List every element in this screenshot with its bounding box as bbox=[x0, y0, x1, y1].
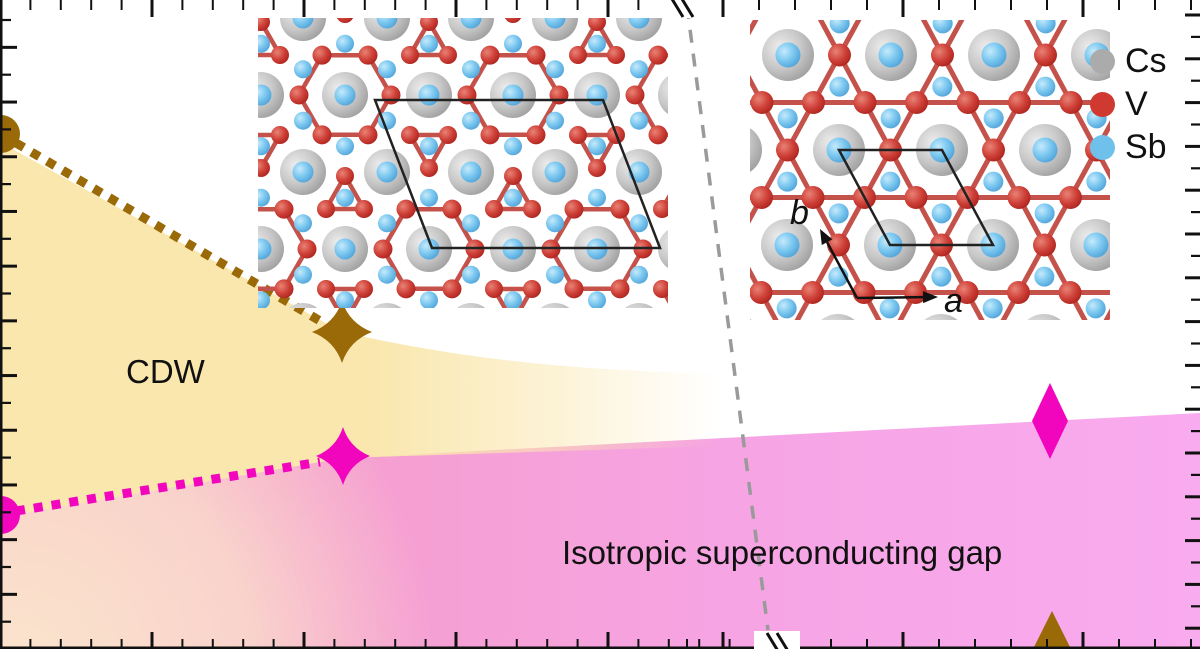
bottom-axis-break bbox=[765, 632, 779, 649]
cdw-diamond-marker bbox=[1033, 611, 1071, 649]
sc-dotted-boundary bbox=[15, 457, 321, 516]
top-axis-break bbox=[670, 0, 685, 18]
left-axis bbox=[0, 0, 3, 649]
sb-atom-icon bbox=[1090, 134, 1115, 160]
sc-gap-region-label: Isotropic superconducting gap bbox=[562, 534, 1003, 571]
legend-label-v: V bbox=[1125, 85, 1148, 123]
legend-label-cs: Cs bbox=[1125, 42, 1167, 80]
cdw-region bbox=[0, 142, 718, 517]
cdw-unit-cell-outline bbox=[373, 98, 662, 250]
break-guide-line bbox=[685, 5, 770, 631]
cdw-dotted-boundary bbox=[13, 139, 325, 326]
legend-item-cs: Cs bbox=[1090, 44, 1167, 78]
cs-atom-icon bbox=[1090, 48, 1115, 74]
cdw-structure-inset bbox=[258, 18, 668, 308]
a-axis-arrow bbox=[856, 295, 924, 300]
cdw-star-marker bbox=[312, 301, 372, 363]
axis-b-label: b bbox=[790, 194, 809, 232]
axis-a-label: a bbox=[944, 282, 963, 320]
atom-legend: Cs V Sb bbox=[1090, 44, 1167, 164]
v-atom-icon bbox=[1090, 91, 1115, 117]
pristine-unit-cell-outline bbox=[836, 148, 996, 247]
legend-label-sb: Sb bbox=[1125, 128, 1167, 166]
legend-item-sb: Sb bbox=[1090, 130, 1167, 164]
sc-star-marker bbox=[316, 427, 370, 485]
bottom-axis bbox=[0, 646, 1200, 649]
sc-diamond-marker bbox=[1032, 383, 1068, 459]
cdw-region-label: CDW bbox=[126, 353, 205, 390]
b-axis-arrow bbox=[825, 241, 859, 299]
sc-circle-marker bbox=[0, 496, 20, 534]
cdw-circle-marker bbox=[0, 115, 20, 153]
legend-item-v: V bbox=[1090, 87, 1167, 121]
